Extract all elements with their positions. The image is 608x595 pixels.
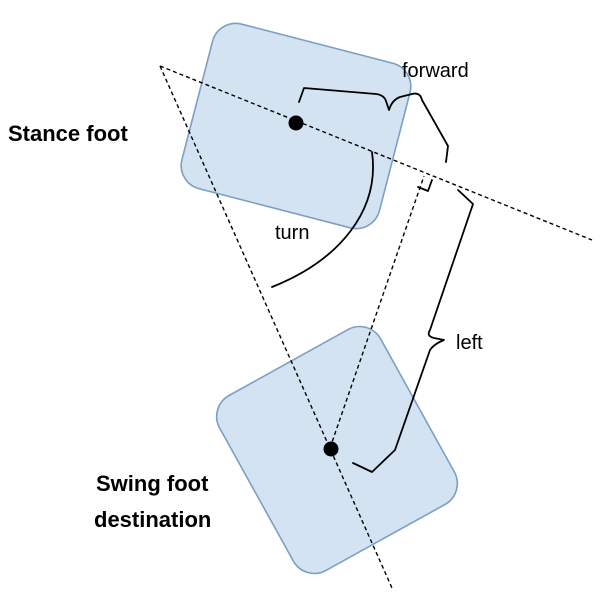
perpendicular-line (329, 175, 425, 449)
forward-label: forward (402, 60, 469, 82)
forward-brace (298, 87, 449, 163)
stance-heading-line (159, 65, 593, 241)
swing-foot-label-line1: Swing foot (96, 471, 209, 496)
swing-heading-line (159, 65, 393, 589)
left-label: left (456, 332, 483, 354)
stance-foot-label: Stance foot (8, 121, 128, 146)
turn-arc (271, 151, 374, 288)
left-brace (352, 189, 474, 473)
swing-foot-center-dot (323, 441, 339, 457)
turn-label: turn (275, 222, 309, 244)
right-angle-marker (417, 179, 433, 192)
swing-foot-label-line2: destination (94, 507, 211, 532)
stance-foot-center-dot (288, 115, 304, 131)
